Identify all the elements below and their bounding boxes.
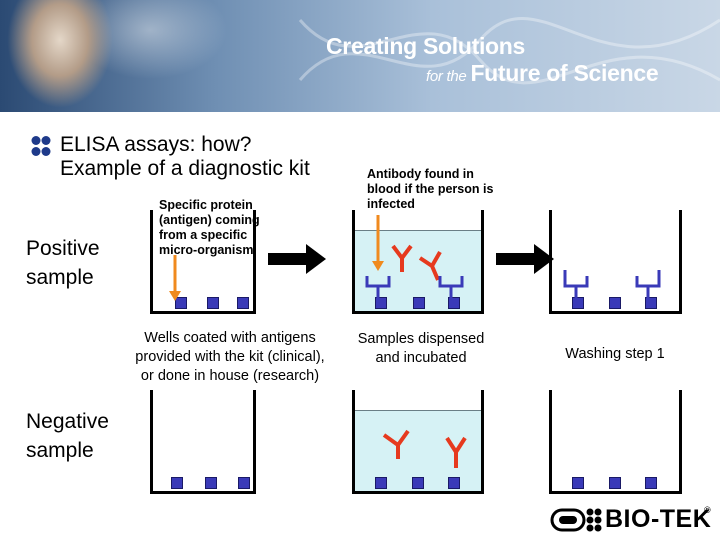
antigen-square [413,297,425,309]
wells-coated-line3: or done in house (research) [140,368,320,384]
positive-sample-label: Positive sample [26,237,100,289]
antigen-square [205,477,217,489]
antigen-square [609,477,621,489]
wells-coated-line1: Wells coated with antigens [144,330,316,346]
wells-coated-line2: provided with the kit (clinical), [135,349,325,365]
bound-antibody-icon [635,270,661,302]
biotek-logo-mark-icon [550,508,586,532]
antigen-square [171,477,183,489]
antibody-icon [391,244,413,272]
bound-antibody-icon [365,276,391,302]
wells-coated-caption: Wells coated with antigens provided with… [105,329,355,386]
biotek-logo-dots-icon [586,508,602,532]
negative-sample-label: Negative sample [26,410,109,462]
washing-caption: Washing step 1 [565,346,665,362]
heading-line2: Example of a diagnostic kit [60,157,310,180]
antigen-square [207,297,219,309]
antigen-square [375,477,387,489]
heading-line1: ELISA assays: how? [60,133,252,156]
antigen-square [412,477,424,489]
well-negative-coated [150,390,256,494]
well-positive-coated [150,210,256,314]
biotek-logo: BIO-TEK ® [550,505,716,535]
registered-mark: ® [704,505,711,515]
step-arrow [268,244,326,274]
banner-title-main: Future of Science [470,60,659,86]
banner-title-line1: Creating Solutions [326,33,526,59]
bound-antibody-icon [563,270,589,302]
bound-antibody-icon [438,276,464,302]
banner-photo [0,0,300,112]
samples-caption: Samples dispensed and incubated [336,330,506,368]
antigen-square [572,477,584,489]
antigen-square [645,477,657,489]
biotek-logo-text: BIO-TEK [605,505,712,533]
samples-line1: Samples dispensed [357,331,485,347]
antigen-square [448,477,460,489]
well-positive-washed [549,210,682,314]
antibody-icon [445,436,467,468]
banner-title-prefix: for the [426,68,467,85]
dna-helix-graphic [298,17,720,85]
antibody-icon [382,429,410,459]
bullet-icon [31,136,51,156]
antigen-square [237,297,249,309]
antigen-square [175,297,187,309]
antigen-square [238,477,250,489]
antigen-pointer-arrow [169,255,181,301]
antigen-square [609,297,621,309]
antigen-note: Specific protein (antigen) coming from a… [159,198,260,257]
antibody-icon [418,251,442,281]
well-negative-incubated [352,390,484,494]
antibody-note: Antibody found in blood if the person is… [367,167,494,211]
samples-line2: and incubated [375,350,467,366]
antibody-pointer-arrow [372,215,384,271]
well-negative-washed [549,390,682,494]
step-arrow [496,244,554,274]
